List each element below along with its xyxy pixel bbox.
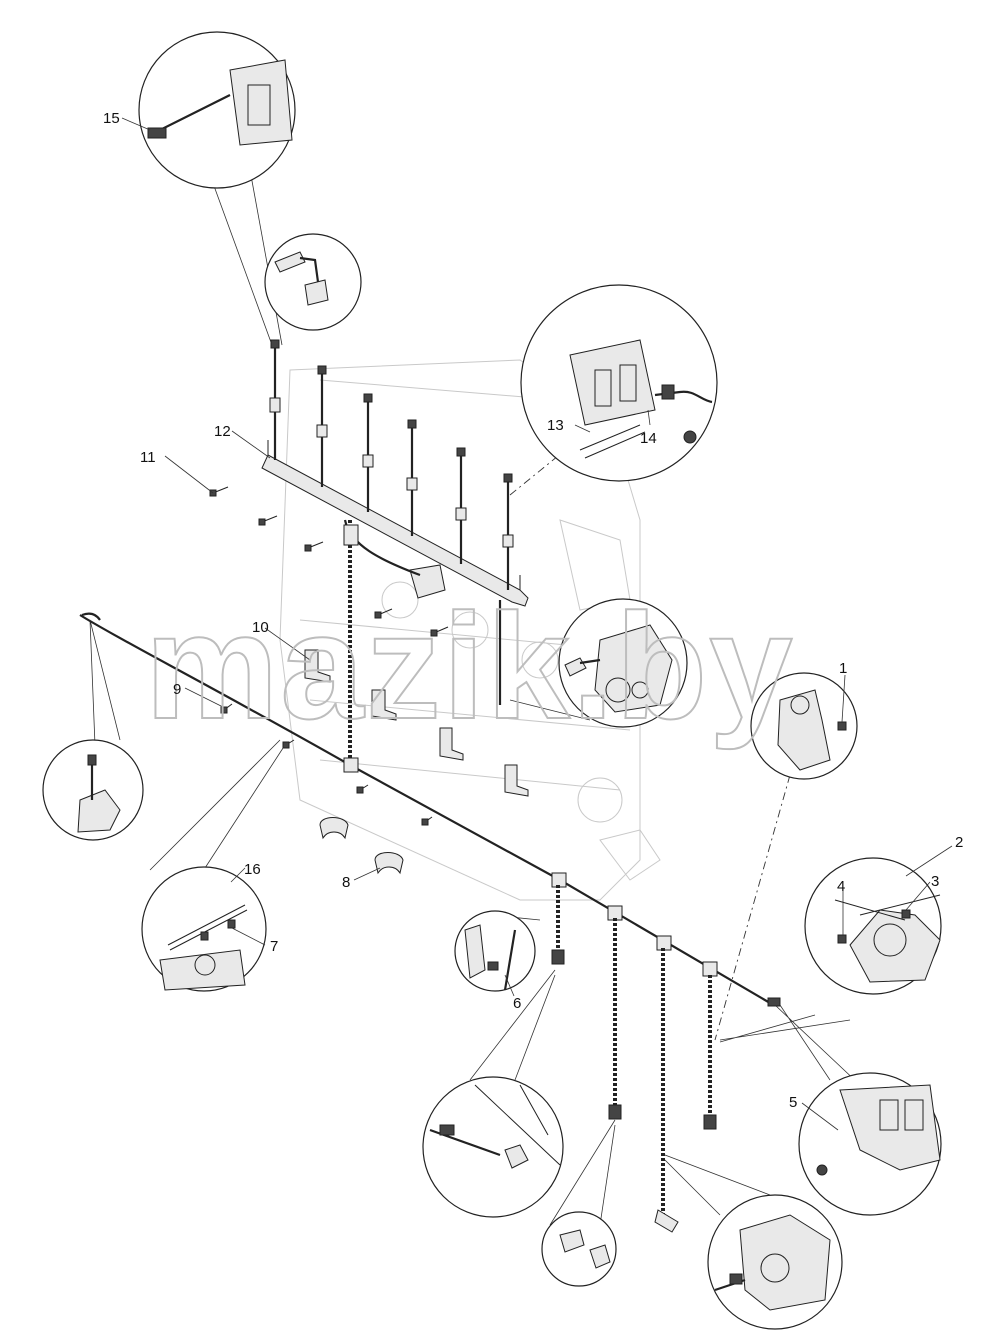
detail-view-connector xyxy=(264,233,362,331)
callout-leaders xyxy=(121,117,953,1131)
callout-8: 8 xyxy=(342,874,350,891)
callout-1: 1 xyxy=(839,660,847,677)
detail-view-15 xyxy=(138,31,296,189)
callout-16: 16 xyxy=(244,861,261,878)
detail-view-16-7 xyxy=(141,866,267,992)
brackets-and-clamps xyxy=(304,649,529,875)
detail-view-5 xyxy=(798,1072,942,1216)
detail-view-pump-bottom xyxy=(707,1194,843,1330)
detail-view-1 xyxy=(750,672,858,780)
callout-15: 15 xyxy=(103,110,120,127)
callout-6: 6 xyxy=(513,995,521,1012)
callout-9: 9 xyxy=(173,681,181,698)
leader-lines xyxy=(89,169,861,1226)
detail-view-sensor xyxy=(422,1076,564,1218)
callout-10: 10 xyxy=(252,619,269,636)
detail-view-6 xyxy=(454,910,536,992)
injector-rail-assembly xyxy=(261,339,529,705)
detail-view-pump-top xyxy=(558,598,688,728)
main-harness xyxy=(79,520,781,1233)
callout-12: 12 xyxy=(214,423,231,440)
callout-11: 11 xyxy=(140,449,156,466)
callout-4: 4 xyxy=(837,878,845,895)
detail-view-left xyxy=(42,739,144,841)
detail-view-2-3-4 xyxy=(804,857,942,995)
callout-5: 5 xyxy=(789,1094,797,1111)
callout-7: 7 xyxy=(270,938,278,955)
detail-view-13-14 xyxy=(520,284,718,482)
mounting-bolts xyxy=(209,486,449,826)
callout-14: 14 xyxy=(640,430,657,447)
callout-2: 2 xyxy=(955,834,963,851)
detail-view-lower-sensor xyxy=(541,1211,617,1287)
callout-3: 3 xyxy=(931,873,939,890)
callout-13: 13 xyxy=(547,417,564,434)
watermark: mazik.by xyxy=(145,582,795,750)
